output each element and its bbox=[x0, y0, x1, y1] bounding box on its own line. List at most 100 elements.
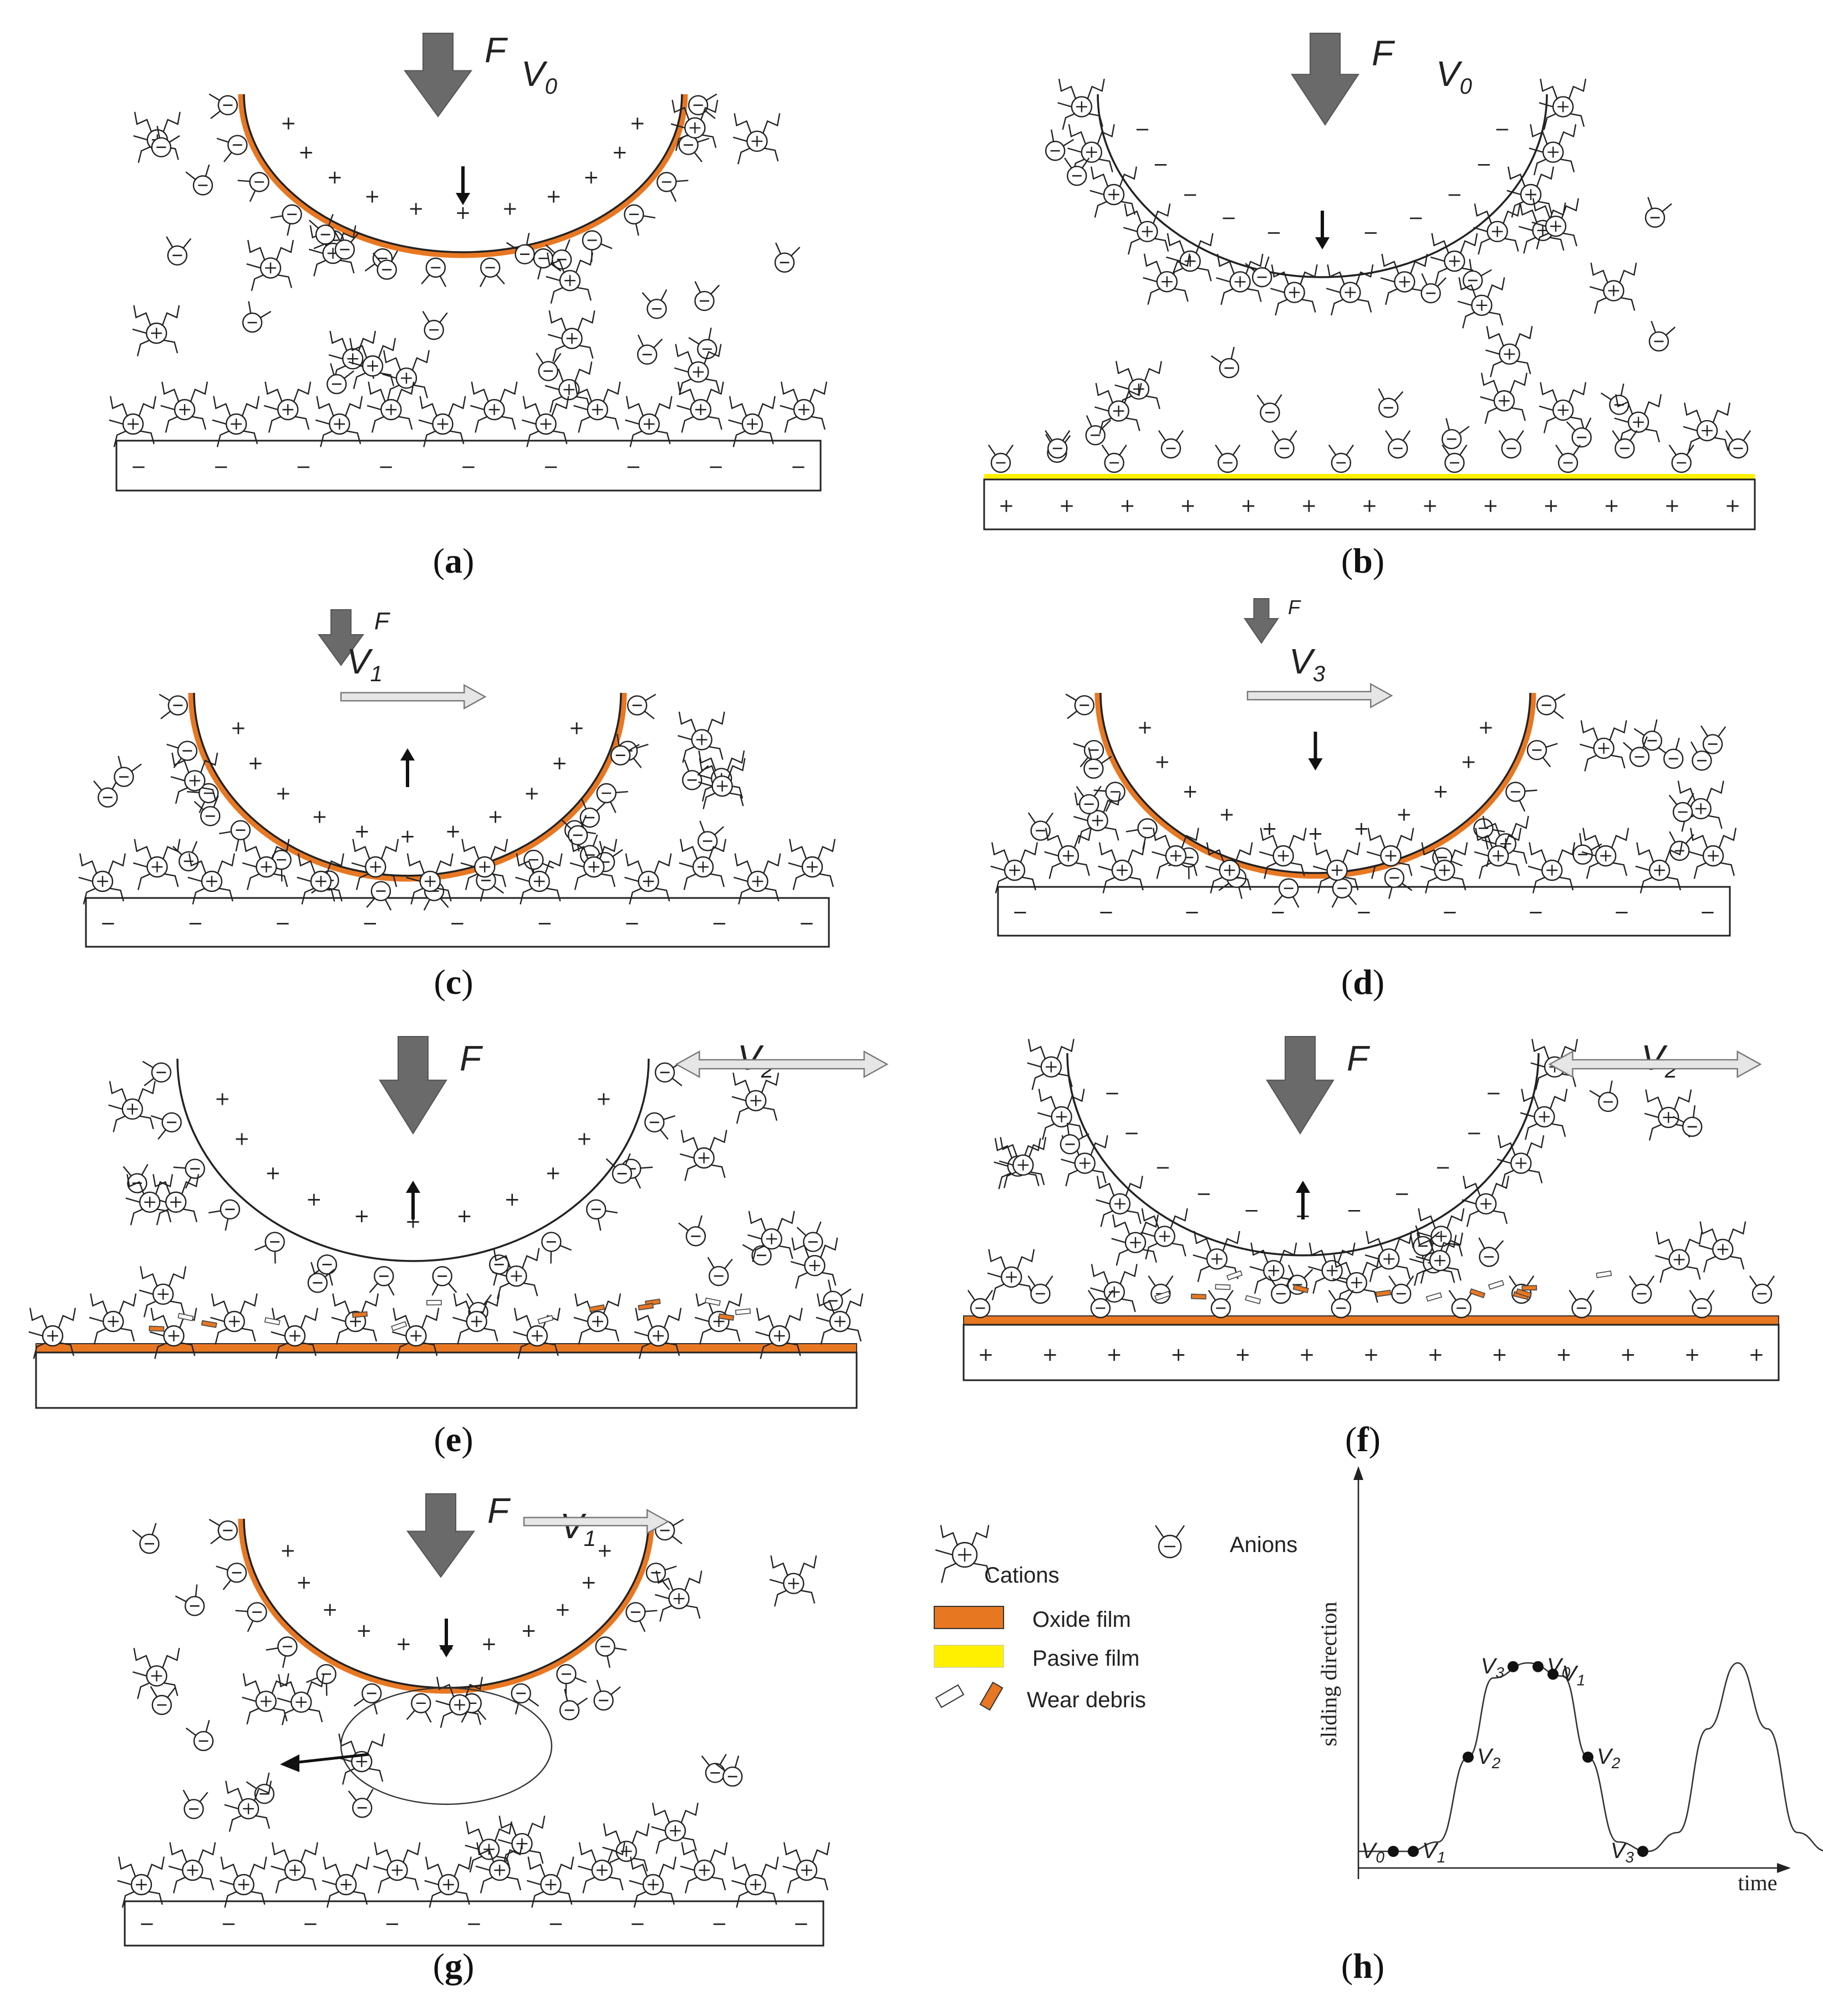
positive-charge: + bbox=[1396, 803, 1412, 825]
wear-debris-icon bbox=[1191, 1294, 1206, 1299]
positive-charge: + bbox=[1543, 495, 1559, 517]
cation-icon bbox=[624, 854, 671, 905]
wear-debris-icon bbox=[353, 1312, 368, 1318]
negative-charge: − bbox=[793, 1913, 809, 1935]
anion-icon bbox=[1159, 431, 1183, 458]
anion-icon bbox=[174, 1160, 205, 1188]
anion-icon bbox=[1126, 819, 1157, 849]
cation-icon bbox=[1699, 1222, 1745, 1273]
negative-charge: − bbox=[100, 912, 116, 935]
positive-charge: + bbox=[1422, 495, 1438, 517]
anion-icon bbox=[166, 237, 191, 265]
cation-icon bbox=[733, 113, 780, 164]
anion-icon bbox=[480, 258, 505, 287]
positive-charge: + bbox=[521, 1620, 537, 1642]
anion-icon bbox=[1211, 347, 1239, 377]
cation-icon bbox=[1098, 843, 1145, 894]
annotation-label: V0 bbox=[1361, 1839, 1385, 1866]
anion-icon bbox=[626, 1602, 657, 1631]
cation-icon bbox=[352, 839, 398, 890]
positive-charge: + bbox=[1362, 495, 1378, 517]
cation-icon bbox=[574, 1294, 620, 1345]
negative-charge: − bbox=[711, 912, 727, 935]
negative-charge: − bbox=[1153, 154, 1169, 176]
cation-icon bbox=[79, 854, 125, 905]
anion-icon bbox=[1689, 1290, 1714, 1318]
positive-charge: + bbox=[280, 1539, 296, 1561]
positive-charge: + bbox=[1353, 818, 1369, 840]
cation-icon bbox=[1333, 1255, 1379, 1306]
anion-icon bbox=[1046, 130, 1073, 160]
positive-charge: + bbox=[1106, 1344, 1122, 1366]
anion-icon bbox=[657, 172, 688, 201]
wear-debris-icon bbox=[705, 1298, 720, 1305]
positive-charge: + bbox=[524, 783, 540, 805]
negative-charge: − bbox=[362, 912, 378, 935]
positive-charge: + bbox=[546, 186, 562, 208]
anion-icon bbox=[133, 1523, 159, 1553]
anion-icon bbox=[209, 1519, 237, 1544]
velocity-arrow-icon bbox=[341, 685, 485, 708]
negative-charge: − bbox=[1494, 119, 1510, 141]
anion-icon bbox=[238, 172, 269, 201]
double-velocity-arrow-icon bbox=[676, 1052, 887, 1077]
annotation-label: V1 bbox=[1422, 1839, 1445, 1866]
wear-debris-icon bbox=[589, 1305, 604, 1311]
positive-charge: + bbox=[583, 166, 599, 188]
anion-icon bbox=[624, 205, 655, 236]
cation-icon bbox=[1326, 264, 1373, 315]
negative-charge: − bbox=[791, 456, 807, 478]
wear-debris-icon bbox=[1522, 1285, 1536, 1290]
cation-icon bbox=[1462, 1176, 1509, 1227]
anion-icon bbox=[1215, 445, 1240, 472]
cation-icon bbox=[1381, 254, 1427, 305]
negative-charge: − bbox=[187, 912, 203, 935]
cation-icon bbox=[470, 382, 517, 433]
positive-charge: + bbox=[1219, 803, 1235, 825]
anion-icon bbox=[1442, 418, 1469, 448]
annotation-dot bbox=[1388, 1846, 1399, 1857]
wear-debris-icon bbox=[1245, 1295, 1260, 1304]
cation-icon bbox=[1112, 1214, 1158, 1265]
positive-charge: + bbox=[1240, 495, 1256, 517]
negative-charge: − bbox=[1182, 184, 1198, 206]
force-arrow-icon bbox=[405, 33, 471, 116]
force-arrow-icon bbox=[1267, 1037, 1333, 1134]
negative-charge: − bbox=[275, 912, 291, 935]
cation-icon bbox=[452, 1294, 499, 1345]
positive-charge: + bbox=[1059, 495, 1075, 517]
panel-c-caption: (c) bbox=[398, 962, 509, 1003]
anion-icon bbox=[1630, 1276, 1654, 1303]
anion-icon bbox=[423, 312, 447, 340]
anion-icon bbox=[1329, 445, 1353, 472]
positive-charge: + bbox=[265, 1162, 281, 1184]
anion-icon bbox=[216, 1563, 246, 1590]
anion-icon bbox=[597, 784, 628, 813]
positive-charge: + bbox=[400, 825, 416, 848]
anion-icon bbox=[349, 1789, 373, 1818]
cation-icon bbox=[677, 382, 724, 433]
cation-icon bbox=[625, 396, 672, 447]
negative-charge: − bbox=[303, 1913, 319, 1935]
positive-charge: + bbox=[1301, 495, 1317, 517]
x-axis-label: time bbox=[1738, 1870, 1777, 1895]
force-arrow-icon bbox=[408, 1494, 474, 1577]
anion-icon bbox=[683, 760, 708, 790]
anion-icon bbox=[1479, 1238, 1503, 1267]
force-label: F bbox=[1347, 1038, 1371, 1078]
panel-b: +++++++++++++−−−−−−−−−−−FV0 bbox=[984, 33, 1755, 529]
wear-debris-icon bbox=[178, 1313, 193, 1320]
anion-icon bbox=[1209, 1290, 1233, 1318]
wear-debris-icon bbox=[427, 1300, 441, 1305]
cation-icon bbox=[987, 1249, 1034, 1300]
cation-icon bbox=[698, 758, 745, 809]
negative-charge: − bbox=[1244, 1200, 1260, 1222]
positive-charge: + bbox=[1556, 1344, 1572, 1366]
negative-charge: − bbox=[537, 912, 553, 935]
anion-icon bbox=[1506, 782, 1537, 811]
annotation-label: V1 bbox=[1562, 1661, 1585, 1688]
cation-icon bbox=[935, 1525, 990, 1583]
anion-icon bbox=[151, 1686, 175, 1714]
positive-charge: + bbox=[248, 752, 264, 774]
